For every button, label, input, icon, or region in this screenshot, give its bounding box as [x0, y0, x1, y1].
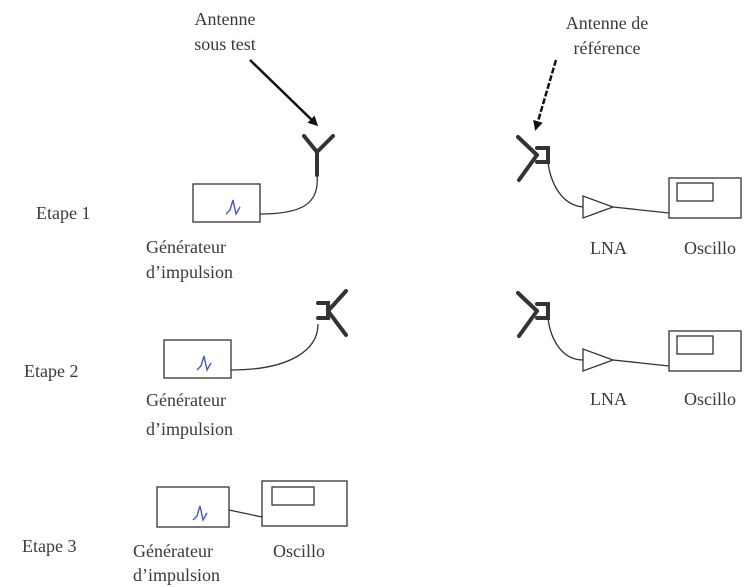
step3-generator-label-line1: Générateur — [133, 541, 213, 561]
step2-dut-antenna — [316, 289, 348, 337]
step3-generator-label-line2: d’impulsion — [133, 565, 221, 585]
step1-oscillo — [668, 177, 742, 219]
step2-label: Etape 2 — [24, 361, 79, 381]
step3-oscillo — [261, 480, 348, 527]
step1-lna-label: LNA — [590, 238, 627, 258]
step1-ref-antenna — [516, 135, 550, 182]
pulse-icon — [196, 355, 212, 372]
step1-oscillo-label: Oscillo — [684, 238, 736, 258]
dut-antenna-callout-line2: sous test — [194, 34, 256, 54]
step3-gen-to-oscillo — [228, 509, 263, 518]
ref-antenna-callout-line2: référence — [573, 38, 641, 58]
step1-lna-triangle — [582, 195, 615, 219]
step1-dut-antenna — [302, 134, 335, 177]
step3-oscillo-label: Oscillo — [273, 541, 325, 561]
pulse-icon — [192, 505, 208, 522]
ref-antenna-arrow — [533, 59, 558, 131]
step3-label: Etape 3 — [22, 536, 77, 556]
step1-generator-label-line1: Générateur — [146, 237, 226, 257]
step2-lna-label: LNA — [590, 389, 627, 409]
step1-lna-to-oscillo — [612, 206, 670, 214]
dut-antenna-arrow — [249, 59, 319, 127]
step2-gen-cable — [230, 323, 319, 371]
step3-generator — [156, 486, 230, 528]
dut-antenna-callout-line1: Antenne — [194, 9, 256, 29]
ref-antenna-callout-line1: Antenne de — [565, 13, 649, 33]
pulse-icon — [225, 199, 241, 216]
step2-generator-label-line1: Générateur — [146, 390, 226, 410]
step1-ref-cable — [547, 161, 584, 208]
step2-oscillo — [668, 330, 742, 372]
step2-ref-antenna — [516, 291, 550, 338]
step2-generator — [163, 339, 232, 379]
step1-generator-label-line2: d’impulsion — [146, 262, 234, 282]
step1-generator — [192, 183, 261, 223]
step2-oscillo-label: Oscillo — [684, 389, 736, 409]
step1-label: Etape 1 — [36, 203, 91, 223]
step2-ref-cable — [547, 317, 584, 361]
step1-gen-cable — [259, 174, 318, 215]
step2-lna-triangle — [582, 348, 615, 372]
step2-lna-to-oscillo — [612, 359, 670, 367]
step2-generator-label-line2: d’impulsion — [146, 419, 234, 439]
